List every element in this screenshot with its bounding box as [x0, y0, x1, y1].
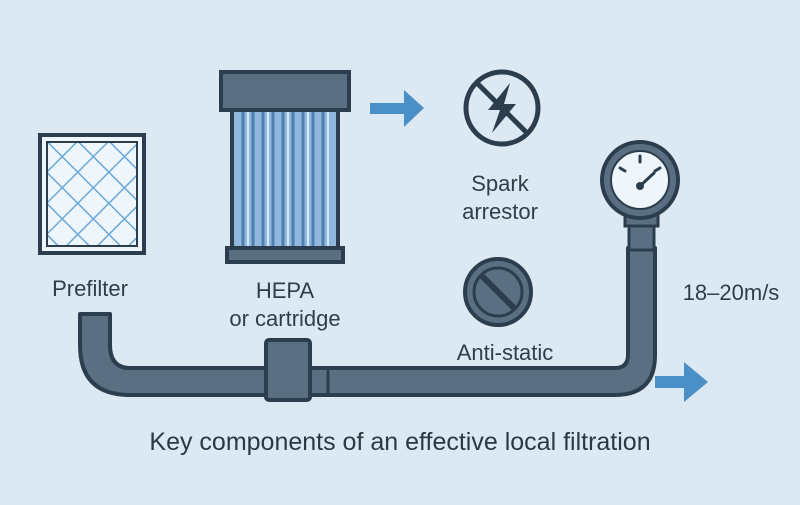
hepa-label-line1: HEPA: [255, 278, 315, 303]
no-spark-icon: [463, 69, 541, 147]
outlet-arrow-icon: [655, 362, 708, 402]
pipe-joint: [264, 338, 312, 402]
prefilter-icon: [38, 133, 146, 255]
spark-arrestor-label-line1: Spark: [471, 171, 529, 196]
anti-static-label: Anti-static: [456, 340, 554, 365]
prohibited-icon: [463, 257, 533, 327]
spark-arrestor-label-line2: arrestor: [462, 199, 538, 224]
prefilter-label: Prefilter: [52, 276, 128, 301]
hepa-label-line2: or cartridge: [229, 306, 341, 331]
diagram-caption: Key components of an effective local fil…: [149, 428, 651, 456]
air-speed-label: 18–20m/s: [682, 280, 780, 305]
hepa-cartridge-icon: [219, 70, 351, 264]
pressure-gauge-icon: [600, 140, 680, 252]
duct-pipe: [78, 246, 657, 402]
flow-arrow-icon: [370, 90, 424, 127]
